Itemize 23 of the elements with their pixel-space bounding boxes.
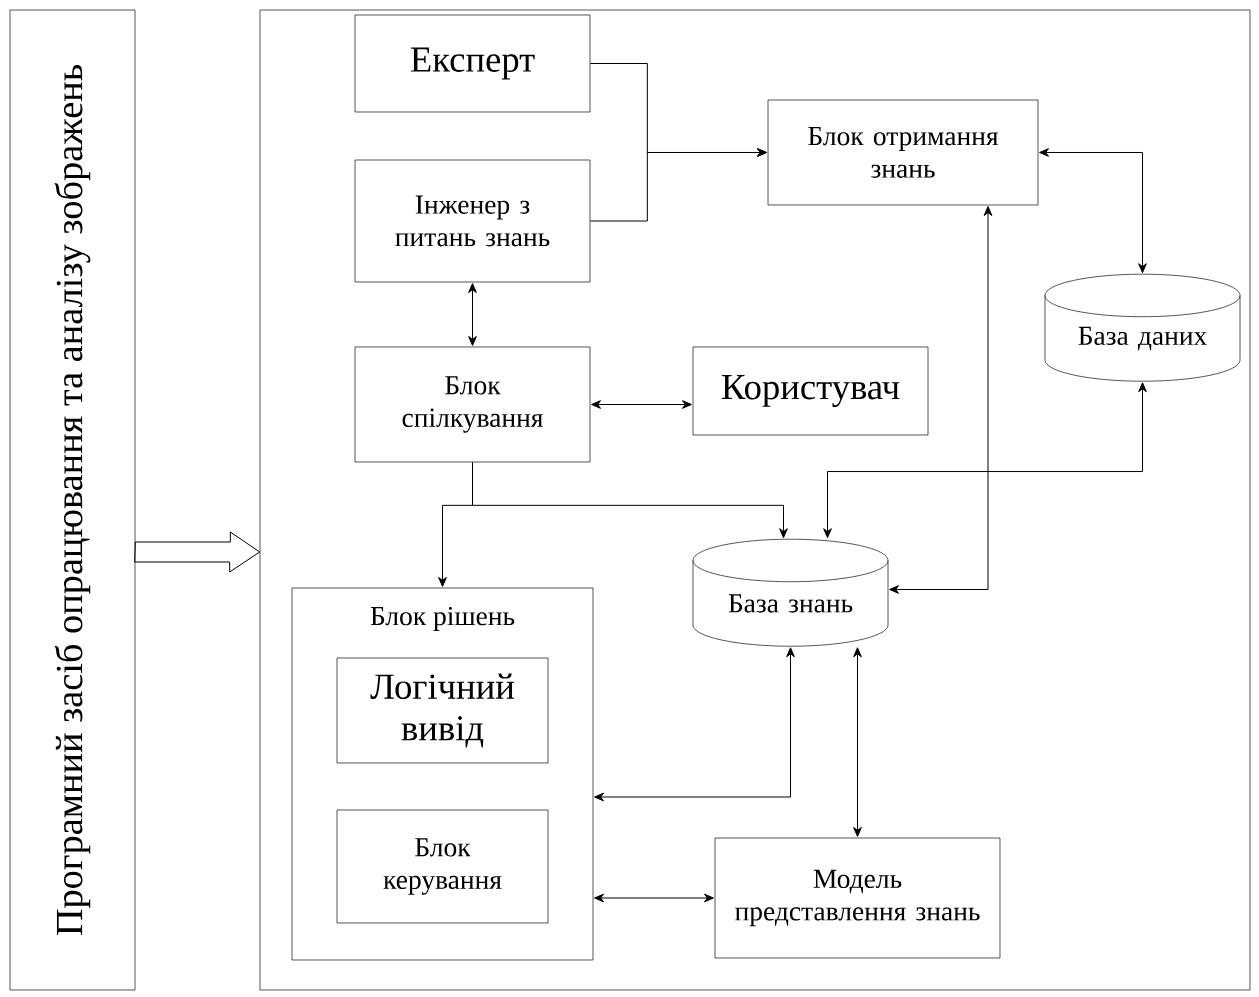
arrow xyxy=(472,461,788,539)
database-cylinder: База даних xyxy=(1044,273,1241,382)
process-box: Логічний вивід xyxy=(336,657,549,764)
process-box: Блок отримання знань xyxy=(767,99,1039,206)
system-frame xyxy=(259,9,1251,991)
arrow xyxy=(589,148,767,222)
arrow xyxy=(594,647,795,802)
arrow xyxy=(594,893,714,903)
arrow xyxy=(889,206,993,594)
arrow xyxy=(823,382,1147,539)
process-box: Блок спілкування xyxy=(354,346,591,463)
software-box: Програмний засіб опрацювання та аналізу зображень xyxy=(9,9,136,991)
process-box: Модель представлення знань xyxy=(714,837,1001,959)
database-cylinder: База знань xyxy=(692,538,889,647)
process-box: Користувач xyxy=(692,346,929,436)
arrow xyxy=(591,400,692,409)
process-box: Експерт xyxy=(354,14,591,113)
arrow xyxy=(853,647,862,837)
process-box: Блок керування xyxy=(336,809,549,924)
arrow xyxy=(1039,148,1147,274)
arrow xyxy=(468,283,477,346)
block-arrow xyxy=(134,531,261,573)
process-box: Інженер з питань знань xyxy=(354,159,591,283)
